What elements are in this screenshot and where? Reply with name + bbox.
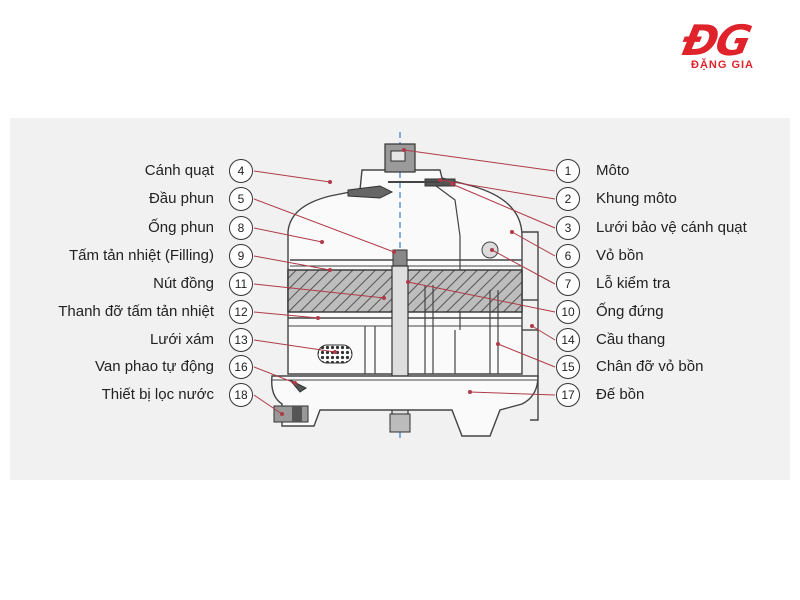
leader-line xyxy=(253,198,395,253)
leader-tip xyxy=(468,390,472,394)
leader-tip xyxy=(316,316,320,320)
callout-number-right: 17 xyxy=(556,383,580,407)
callout-label-right: Lưới bảo vệ cánh quạt xyxy=(596,219,747,236)
leader-tip xyxy=(280,412,284,416)
leader-line xyxy=(253,227,323,243)
leader-line xyxy=(491,249,556,285)
callout-label-right: Môto xyxy=(596,162,630,179)
leader-tip xyxy=(490,248,494,252)
callout-label-left: Tấm tản nhiệt (Filling) xyxy=(68,247,214,264)
callout-number-right: 3 xyxy=(556,216,580,240)
callout-number-left: 4 xyxy=(229,159,253,183)
leader-tip xyxy=(320,240,324,244)
callout-label-left: Ống phun xyxy=(148,219,214,236)
callout-label-left: Nút đồng xyxy=(153,275,214,292)
leader-line xyxy=(531,325,556,341)
leader-tip xyxy=(510,230,514,234)
callout-number-left: 8 xyxy=(229,216,253,240)
leader-tip xyxy=(382,296,386,300)
leader-tip xyxy=(438,178,442,182)
callout-number-right: 10 xyxy=(556,300,580,324)
callout-number-right: 14 xyxy=(556,328,580,352)
callout-label-left: Thiết bị lọc nước xyxy=(101,386,214,403)
callout-label-right: Vỏ bồn xyxy=(596,247,644,264)
fan-blade xyxy=(347,185,394,199)
leader-line xyxy=(253,311,319,319)
support-legs xyxy=(364,285,499,374)
callout-label-right: Đế bồn xyxy=(596,386,645,403)
callout-label-right: Chân đỡ vỏ bồn xyxy=(596,358,704,375)
callout-label-right: Lỗ kiểm tra xyxy=(596,275,671,292)
leader-tip xyxy=(328,180,332,184)
ladder xyxy=(522,231,539,421)
callout-label-left: Lưới xám xyxy=(149,331,214,348)
leader-line xyxy=(469,391,556,396)
leader-line xyxy=(497,343,556,368)
callout-number-left: 18 xyxy=(229,383,253,407)
leader-tip xyxy=(496,342,500,346)
leader-line xyxy=(439,179,556,200)
callout-number-left: 16 xyxy=(229,355,253,379)
callout-number-right: 6 xyxy=(556,244,580,268)
leader-line xyxy=(253,394,283,415)
brand-logo-name: ĐẶNG GIA xyxy=(691,59,754,71)
callout-label-left: Thanh đỡ tấm tản nhiệt xyxy=(58,303,214,320)
leader-line xyxy=(407,281,556,313)
callout-number-left: 13 xyxy=(229,328,253,352)
leader-tip xyxy=(392,250,396,254)
leader-tip xyxy=(333,350,337,354)
leader-line xyxy=(253,366,296,384)
brand-logo: ĐG ĐẶNG GIA xyxy=(665,12,785,74)
leader-line xyxy=(403,149,556,172)
callout-label-right: Khung môto xyxy=(596,190,677,207)
callout-label-left: Đầu phun xyxy=(148,190,214,207)
callout-number-right: 15 xyxy=(556,355,580,379)
callout-number-left: 11 xyxy=(229,272,253,296)
leader-tip xyxy=(450,182,454,186)
callout-label-left: Van phao tự động xyxy=(94,358,214,375)
leader-line xyxy=(253,170,331,183)
leader-line xyxy=(451,183,556,229)
leader-line xyxy=(253,255,331,271)
callout-number-left: 12 xyxy=(229,300,253,324)
leader-tip xyxy=(530,324,534,328)
callout-number-right: 1 xyxy=(556,159,580,183)
leader-tip xyxy=(402,148,406,152)
callout-number-left: 9 xyxy=(229,244,253,268)
callout-label-right: Ống đứng xyxy=(596,303,664,320)
leader-line xyxy=(253,339,336,353)
callout-number-right: 2 xyxy=(556,187,580,211)
callout-label-right: Cầu thang xyxy=(596,331,666,348)
callout-number-left: 5 xyxy=(229,187,253,211)
leader-line xyxy=(511,231,556,257)
leader-tip xyxy=(293,381,297,385)
leader-line xyxy=(253,283,385,299)
callout-number-right: 7 xyxy=(556,272,580,296)
motor xyxy=(384,143,416,173)
leader-tip xyxy=(406,280,410,284)
leader-tip xyxy=(328,268,332,272)
callout-label-left: Cánh quạt xyxy=(144,162,214,179)
